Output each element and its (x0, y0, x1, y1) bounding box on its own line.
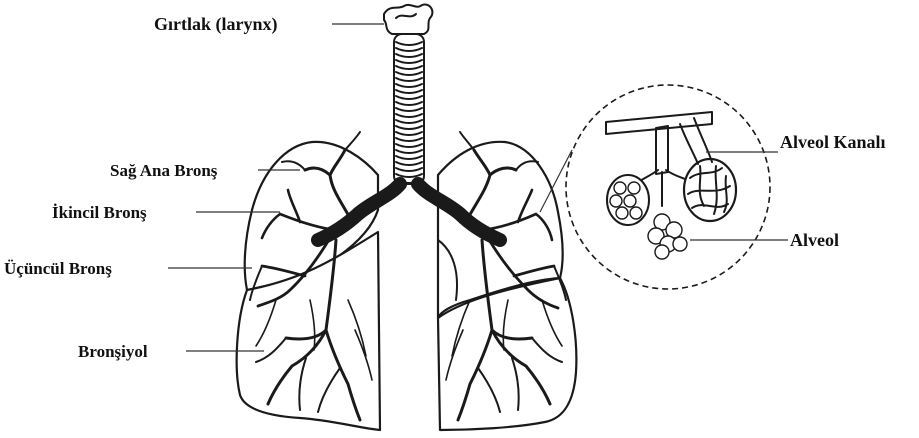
alveolus-label: Alveol (790, 230, 839, 250)
bronchiole-label: Bronşiyol (78, 342, 148, 361)
alveolar-duct-label: Alveol Kanalı (780, 132, 886, 152)
larynx-label: Gırtlak (larynx) (154, 14, 278, 35)
secondary-bronchus-label: İkincil Bronş (52, 203, 147, 222)
alveolar-sac-left (607, 175, 649, 225)
trachea (394, 34, 424, 184)
left-lung (438, 142, 576, 430)
main-bronchus-label: Sağ Ana Bronş (110, 161, 218, 180)
tertiary-bronchus-label: Üçüncül Bronş (4, 259, 112, 278)
larynx-illustration (384, 4, 432, 34)
right-lung (237, 142, 380, 430)
alveoli-inset (566, 85, 770, 289)
